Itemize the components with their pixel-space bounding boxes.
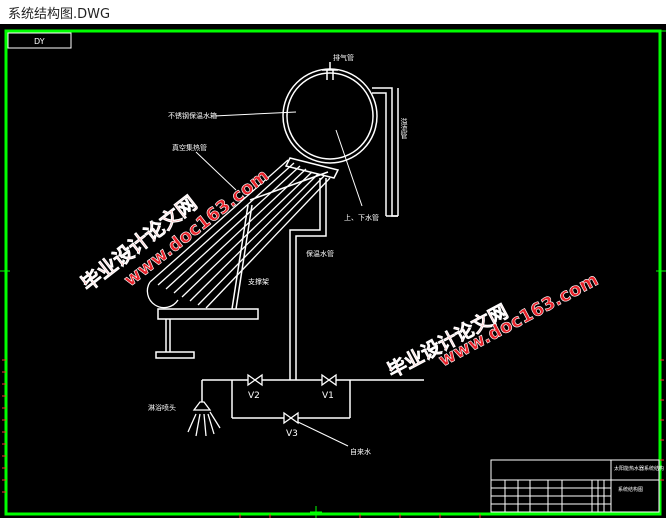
valve-v1[interactable] <box>321 373 337 387</box>
cad-drawing-canvas[interactable]: DY 排气管 溢流管 <box>0 24 666 518</box>
drawing-tag-box <box>7 32 72 49</box>
title-block-subtitle: 系统结构图 <box>618 486 643 493</box>
valve-v3[interactable] <box>283 411 299 425</box>
window-title: 系统结构图.DWG <box>8 7 111 22</box>
window-titlebar: 系统结构图.DWG <box>0 0 666 24</box>
label-updown-pipe: 上、下水管 <box>344 213 379 222</box>
label-shower: 淋浴喷头 <box>148 403 176 412</box>
valve-v2[interactable] <box>247 373 263 387</box>
label-flow-pipe: 溢流管 <box>400 117 408 140</box>
sheet-border <box>4 29 662 516</box>
label-v3: V3 <box>286 429 298 439</box>
vent-pipe[interactable] <box>322 62 338 80</box>
label-bracket: 支撑架 <box>248 277 269 286</box>
label-vent: 排气管 <box>333 53 354 62</box>
shower-head[interactable] <box>187 401 221 437</box>
label-tank: 不锈钢保温水箱 <box>168 111 217 120</box>
label-tap-water: 自来水 <box>350 447 371 456</box>
leader-lines <box>195 111 363 207</box>
tube-end-cap <box>146 281 179 309</box>
label-v2: V2 <box>248 391 260 401</box>
title-block-title: 太阳能热水器系统结构 <box>614 465 664 472</box>
edge-ruler-ticks <box>2 359 664 518</box>
svg-text:www.doc163.com: www.doc163.com <box>435 269 602 371</box>
water-piping[interactable] <box>201 379 424 419</box>
overflow-pipe[interactable] <box>372 87 399 217</box>
insulated-pipe[interactable] <box>289 178 327 380</box>
label-v1: V1 <box>322 391 334 401</box>
watermark-2: 毕业设计论文网 www.doc163.com <box>383 269 602 383</box>
label-vacuum-tube: 真空集热管 <box>172 143 207 152</box>
collector-header[interactable] <box>284 157 340 179</box>
support-frame[interactable] <box>155 171 329 359</box>
title-block <box>490 459 660 513</box>
label-insulated-pipe: 保温水管 <box>306 249 334 258</box>
tap-water-leader <box>297 421 349 447</box>
water-tank[interactable] <box>282 68 378 164</box>
center-marks <box>0 30 666 518</box>
drawing-tag: DY <box>34 37 45 46</box>
